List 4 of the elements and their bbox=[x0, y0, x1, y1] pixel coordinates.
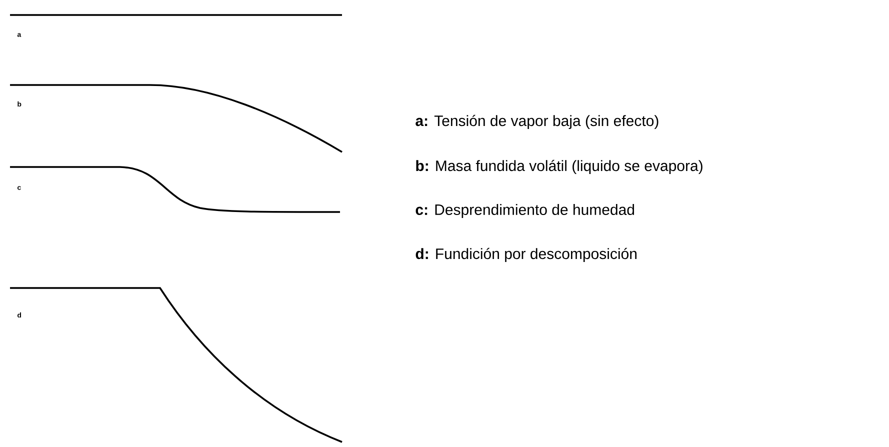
legend-text: a: Tensión de vapor baja (sin efecto) bbox=[416, 114, 658, 130]
legend-text: b: Masa fundida volátil (liquido se evapora) bbox=[416, 160, 702, 174]
legend-text: d: Fundición por descomposición bbox=[416, 248, 636, 262]
legend-text: c: Desprendimiento de humedad bbox=[416, 204, 634, 218]
